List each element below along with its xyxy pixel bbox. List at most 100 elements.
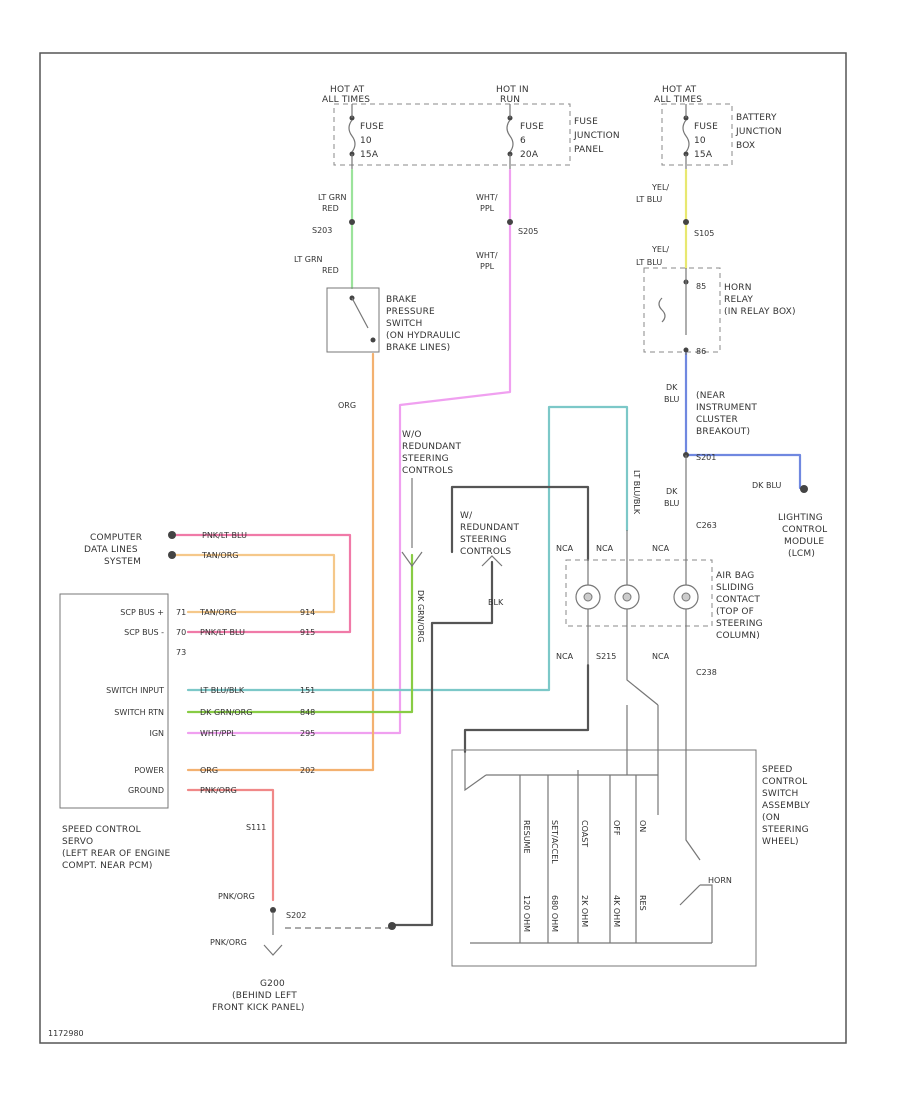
redundant1-l2: REDUNDANT	[402, 442, 461, 452]
wire-blk-ground	[390, 560, 494, 927]
servo-l3: (LEFT REAR OF ENGINE	[62, 849, 171, 859]
relay-l1: HORN	[724, 283, 752, 293]
servo-pin-wire: PNK/ORG	[200, 786, 237, 795]
relay-pin-bot: 86	[696, 347, 706, 356]
wire-dk-grn-org	[186, 553, 414, 714]
computer-l1: COMPUTER	[90, 533, 142, 543]
servo-pin-name: POWER	[134, 766, 164, 775]
servo-pin-circuit: 915	[300, 628, 315, 637]
lbl-ppl-2: PPL	[480, 262, 495, 271]
servo-pin-name: IGN	[149, 729, 164, 738]
splice-s205	[507, 219, 513, 225]
lbl-yel-1: YEL/	[651, 183, 669, 192]
lbl-s205: S205	[518, 227, 538, 236]
lbl-red-2: RED	[322, 266, 339, 275]
switch-l5: (ON	[762, 813, 780, 823]
fuse-left-3: 15A	[360, 150, 379, 160]
servo-pin-circuit: 151	[300, 686, 315, 695]
servo-pin-circuit: 202	[300, 766, 315, 775]
lcm-l4: (LCM)	[788, 549, 815, 559]
airbag-l6: COLUMN)	[716, 631, 760, 641]
servo-pin-wire: PNK/LT BLU	[200, 628, 245, 637]
lbl-lt-blu-2: LT BLU	[636, 258, 662, 267]
airbag-l2: SLIDING	[716, 583, 754, 593]
redundant1-l1: W/O	[402, 430, 422, 440]
servo-pin-name: SWITCH INPUT	[106, 686, 164, 695]
horn-relay: 85 86 HORN RELAY (IN RELAY BOX)	[643, 267, 796, 356]
fuse-left-hot-1: HOT AT	[330, 85, 365, 95]
servo-pin-wire: ORG	[200, 766, 218, 775]
switch-resistor-label: 2K OHM	[580, 895, 589, 927]
ground-connector	[388, 922, 396, 930]
lbl-dk-blu-2: BLU	[664, 395, 680, 404]
servo-pin-circuit: 295	[300, 729, 315, 738]
wire-pnk-lt-blu	[170, 533, 352, 634]
data-line-connector-1	[168, 531, 176, 539]
fuse-left-1: FUSE	[360, 122, 384, 132]
switch-l1: SPEED	[762, 765, 792, 775]
lbl-c238: C238	[696, 668, 717, 677]
lcm-l1: LIGHTING	[778, 513, 823, 523]
servo-pin-name: SCP BUS +	[120, 608, 164, 617]
brake-l1: BRAKE	[386, 295, 417, 305]
wire-lt-blu-blk	[186, 405, 629, 692]
wire-blk-redundant	[450, 485, 590, 562]
wires	[168, 168, 808, 935]
redundant-controls: W/O REDUNDANT STEERING CONTROLS W/ REDUN…	[401, 430, 519, 568]
wire-dk-blu	[684, 350, 802, 490]
wire-labels: LT GRN RED S203 LT GRN RED WHT/ PPL S205…	[246, 183, 781, 920]
lbl-ppl-1: PPL	[480, 204, 495, 213]
fuse-mid-2: 6	[520, 136, 526, 146]
airbag-l1: AIR BAG	[716, 571, 754, 581]
splice-s202	[270, 907, 276, 913]
lbl-nca-3: NCA	[652, 544, 670, 553]
switch-button-label: ON	[638, 820, 647, 832]
rear-cluster-label: (NEAR INSTRUMENT CLUSTER BREAKOUT) S201	[696, 391, 757, 462]
ground-g2: (BEHIND LEFT	[232, 991, 297, 1001]
computer-w2: TAN/ORG	[201, 551, 238, 560]
computer-l3: SYSTEM	[104, 557, 141, 567]
lbl-yel-2: YEL/	[651, 245, 669, 254]
cluster-splice: S201	[696, 453, 716, 462]
switch-l3: SWITCH	[762, 789, 799, 799]
fuse-block-left: HOT AT ALL TIMES FUSE 10 15A	[322, 85, 571, 170]
servo-l4: COMPT. NEAR PCM)	[62, 861, 153, 871]
servo-l1: SPEED CONTROL	[62, 825, 141, 835]
servo-pin-name: SWITCH RTN	[114, 708, 164, 717]
fuse-right-1: FUSE	[694, 122, 718, 132]
wire-blk-switch	[463, 663, 590, 754]
cluster-l1: (NEAR	[696, 391, 725, 401]
ground-w1: PNK/ORG	[218, 892, 255, 901]
brake-l5: BRAKE LINES)	[386, 343, 450, 353]
lcm-connector	[800, 485, 808, 493]
lbl-lt-grn-2: LT GRN	[294, 255, 323, 264]
lbl-dk-blu-3: DK	[666, 487, 678, 496]
relay-l3: (IN RELAY BOX)	[724, 307, 796, 317]
data-line-connector-2	[168, 551, 176, 559]
lbl-lt-grn-1: LT GRN	[318, 193, 347, 202]
cluster-l3: CLUSTER	[696, 415, 738, 425]
servo-pin-wire: LT BLU/BLK	[200, 686, 245, 695]
switch-button-label: SET/ACCEL	[550, 820, 559, 864]
diagram-frame	[39, 52, 847, 1044]
wire-wht-ppl	[186, 168, 512, 735]
lbl-nca-4: NCA	[556, 652, 574, 661]
lbl-nca-1: NCA	[556, 544, 574, 553]
redundant2-l3: STEERING	[460, 535, 507, 545]
servo-pin-circuit: 848	[300, 708, 315, 717]
lbl-nca-2: NCA	[596, 544, 614, 553]
computer-l2: DATA LINES	[84, 545, 138, 555]
fuse-panel-2: JUNCTION	[573, 131, 620, 141]
switch-resistor-label: 4K OHM	[612, 895, 621, 927]
switch-l2: CONTROL	[762, 777, 807, 787]
fuse-right-hot-1: HOT AT	[662, 85, 697, 95]
computer-w1: PNK/LT BLU	[202, 531, 247, 540]
airbag-dk-grn-org: DK GRN/ORG	[416, 590, 425, 642]
servo-pin-number: 70	[176, 628, 186, 637]
fuse-panel-1: FUSE	[574, 117, 598, 127]
switch-l6: STEERING	[762, 825, 809, 835]
fuse-left-hot-2: ALL TIMES	[322, 95, 370, 105]
